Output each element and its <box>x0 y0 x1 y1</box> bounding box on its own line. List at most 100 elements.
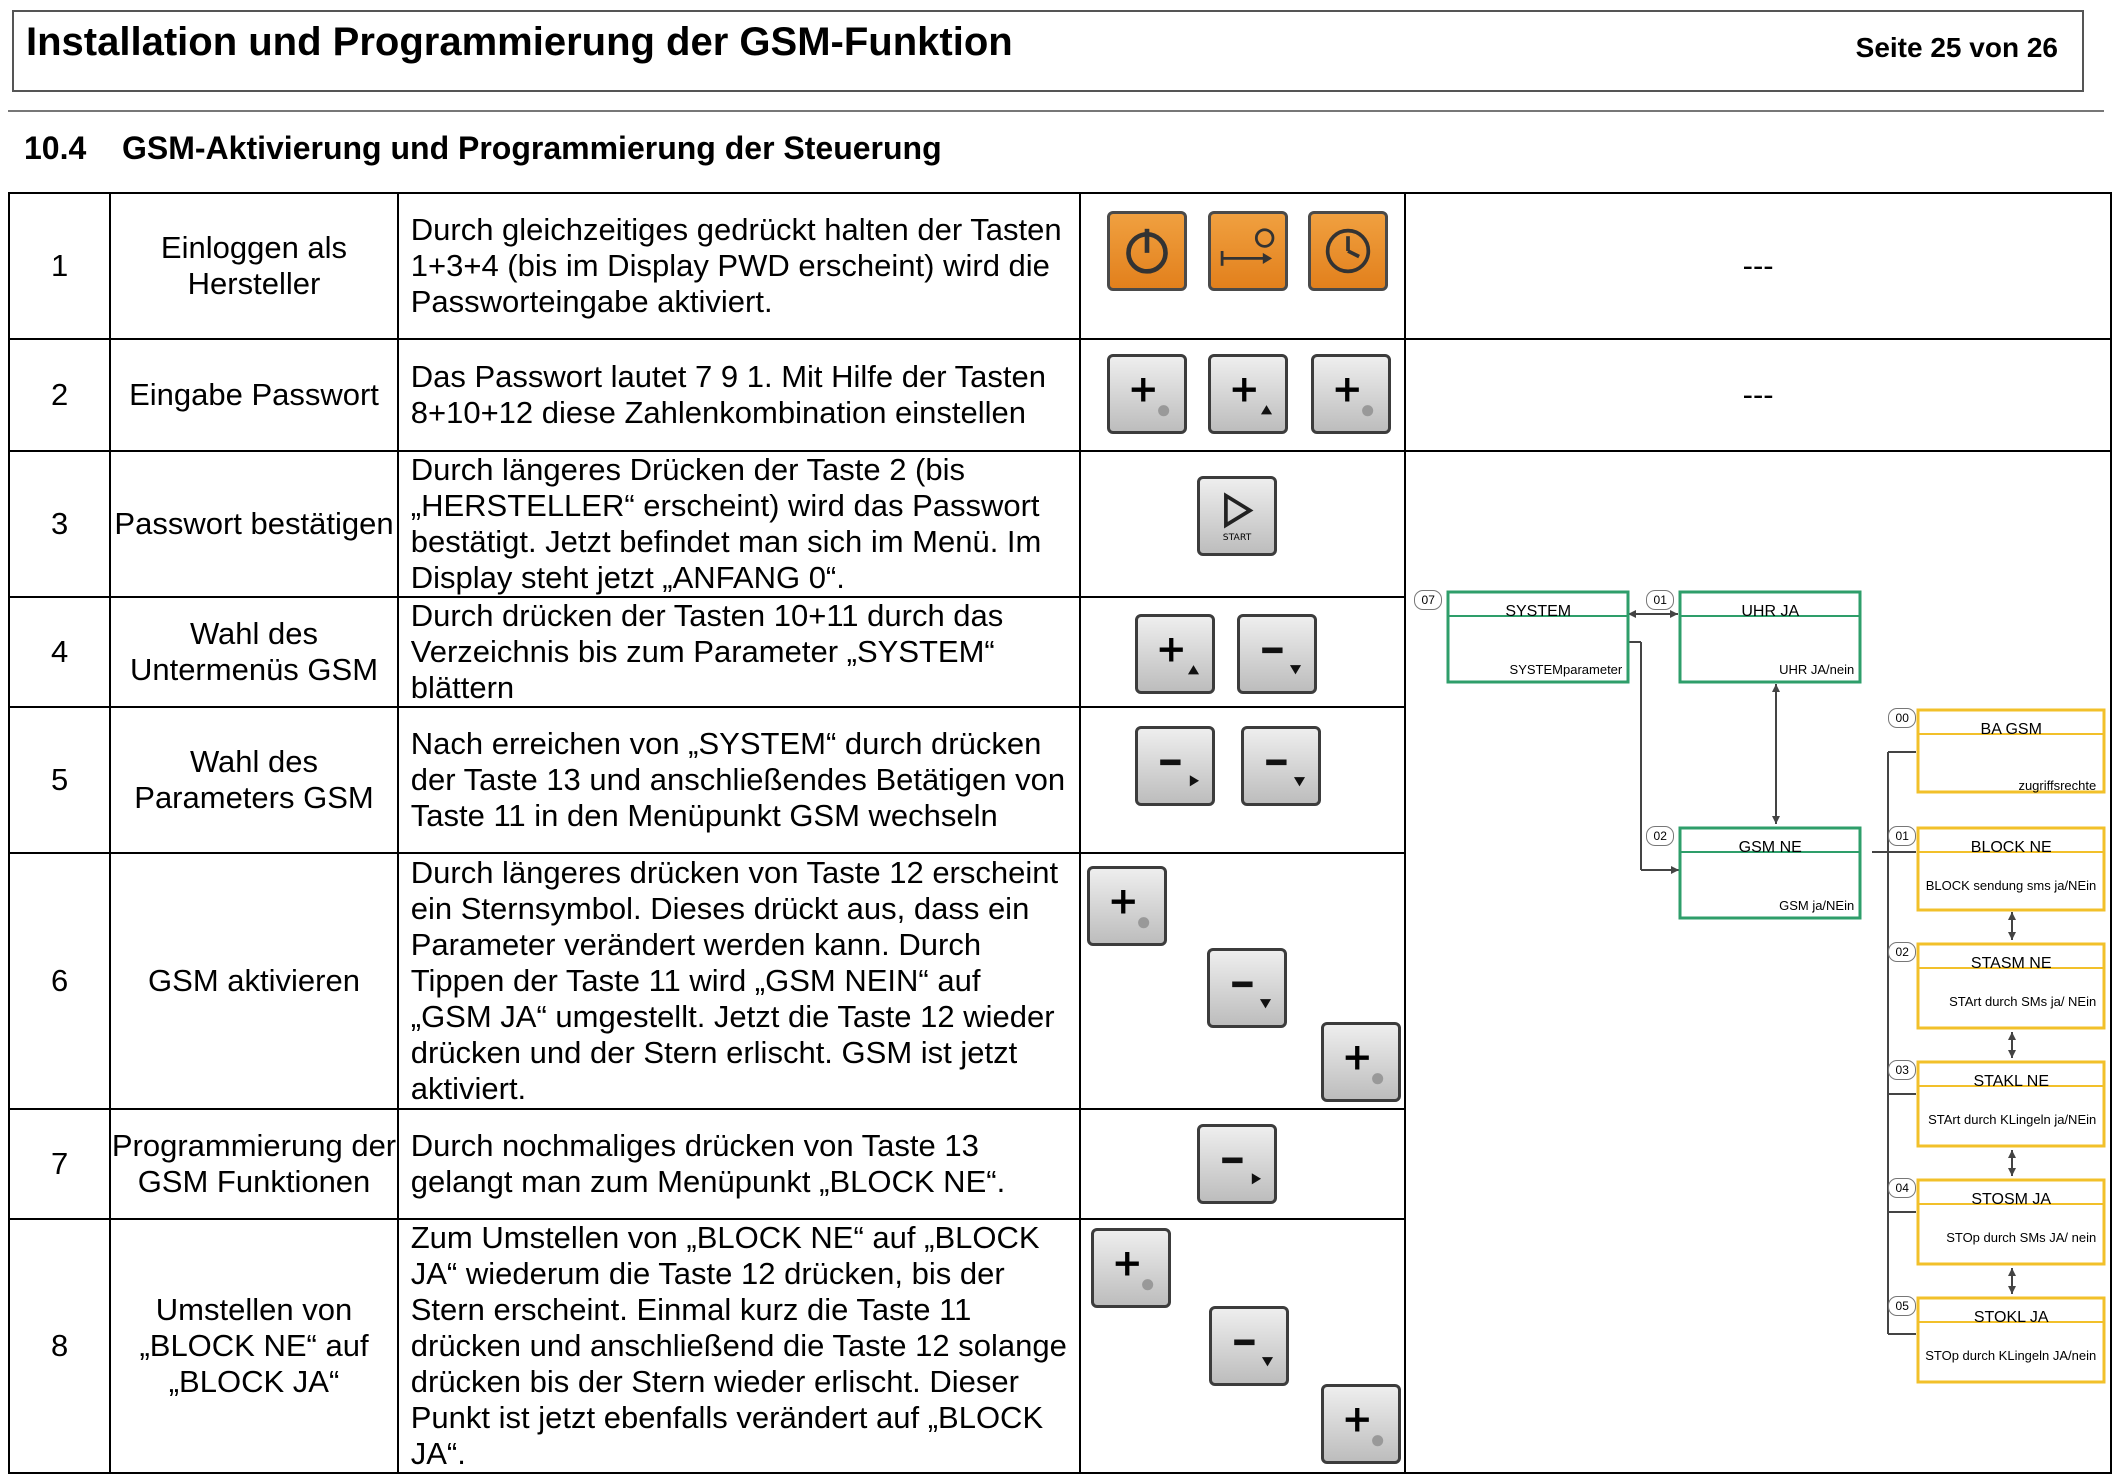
step-keys: + + <box>1079 852 1407 1110</box>
flow-node-block: BLOCK NE <box>1970 839 2052 856</box>
step-title: Programmierung der GSM Funktionen <box>109 1108 399 1220</box>
node-code: 04 <box>1888 1178 1917 1198</box>
conveyor-key-icon <box>1208 211 1289 291</box>
section-heading: 10.4 GSM-Aktivierung und Programmierung d… <box>24 130 942 167</box>
minus-right-key-icon <box>1135 726 1216 806</box>
step-title: Einloggen als Hersteller <box>109 192 399 340</box>
flow-node-stosm: STOSM JA <box>1971 1191 2052 1208</box>
svg-text:+: + <box>1229 367 1260 410</box>
svg-text:+: + <box>1156 627 1187 670</box>
document-title: Installation und Programmierung der GSM-… <box>26 20 1013 64</box>
step-description: Nach erreichen von „SYSTEM“ durch drücke… <box>396 706 1082 854</box>
step-title: Wahl des Untermenüs GSM <box>109 596 399 708</box>
step-keys: + + + <box>1079 338 1407 452</box>
step-title: Wahl des Parameters GSM <box>109 706 399 854</box>
flow-node-system: SYSTEM <box>1505 603 1572 620</box>
step-keys <box>1079 706 1407 854</box>
step-description: Durch drücken der Tasten 10+11 durch das… <box>396 596 1082 708</box>
menu-flow-diagram: 07 SYSTEM SYSTEMparameter 01 UHR JA UHR … <box>1404 450 2112 1474</box>
step-number: 4 <box>7 596 112 708</box>
step-description: Das Passwort lautet 7 9 1. Mit Hilfe der… <box>396 338 1082 452</box>
node-code: 01 <box>1646 590 1675 610</box>
section-title: GSM-Aktivierung und Programmierung der S… <box>122 130 942 166</box>
power-key-icon <box>1107 211 1188 291</box>
step-keys: + <box>1079 596 1407 708</box>
steps-table: 1 Einloggen als Hersteller Durch gleichz… <box>7 192 2112 1474</box>
table-row: 8 Umstellen von „BLOCK NE“ auf „BLOCK JA… <box>7 1218 2111 1474</box>
minus-down-key-icon <box>1209 1306 1290 1386</box>
flow-node-stakl: STAKL NE <box>1973 1073 2050 1090</box>
node-code: 07 <box>1414 590 1443 610</box>
step-result: --- <box>1404 338 2112 452</box>
step-number: 3 <box>7 450 112 598</box>
table-row: 3 Passwort bestätigen Durch längeres Drü… <box>7 450 2112 1474</box>
node-subtitle: SYSTEMparameter <box>1509 662 1623 677</box>
step-description: Durch längeres drücken von Taste 12 ersc… <box>396 852 1082 1110</box>
step-number: 2 <box>7 338 112 452</box>
minus-down-key-icon <box>1237 614 1318 694</box>
header-box: Installation und Programmierung der GSM-… <box>12 10 2084 92</box>
step-title: Eingabe Passwort <box>109 338 399 452</box>
minus-right-key-icon <box>1197 1124 1278 1204</box>
node-subtitle: STOp durch SMs JA/ nein <box>1946 1230 2097 1245</box>
node-code: 05 <box>1888 1296 1917 1316</box>
header-rule <box>8 110 2104 112</box>
flow-node-uhr: UHR JA <box>1741 603 1800 620</box>
start-key-icon: START <box>1197 476 1278 556</box>
plus-key-icon: + <box>1087 866 1168 946</box>
section-number: 10.4 <box>24 130 87 166</box>
step-title: Umstellen von „BLOCK NE“ auf „BLOCK JA“ <box>109 1218 399 1474</box>
svg-text:+: + <box>1342 1035 1373 1078</box>
plus-up-key-icon: + <box>1208 354 1289 434</box>
step-keys <box>1079 1108 1407 1220</box>
flow-node-ba-gsm: BA GSM <box>1980 721 2042 738</box>
step-description: Zum Umstellen von „BLOCK NE“ auf „BLOCK … <box>396 1218 1082 1474</box>
node-code: 01 <box>1888 826 1917 846</box>
step-number: 7 <box>7 1108 112 1220</box>
plus-up-key-icon: + <box>1135 614 1216 694</box>
plus-key-icon: + <box>1321 1022 1402 1102</box>
plus-key-icon: + <box>1091 1228 1172 1308</box>
node-code: 00 <box>1888 708 1917 728</box>
minus-down-key-icon <box>1207 948 1288 1028</box>
step-description: Durch nochmaliges drücken von Taste 13 g… <box>396 1108 1082 1220</box>
table-row: 4 Wahl des Untermenüs GSM Durch drücken … <box>7 596 2111 708</box>
step-keys <box>1079 192 1407 340</box>
step-number: 5 <box>7 706 112 854</box>
flow-node-gsm: GSM NE <box>1738 839 1802 856</box>
node-subtitle: BLOCK sendung sms ja/NEin <box>1925 878 2097 893</box>
table-row: 1 Einloggen als Hersteller Durch gleichz… <box>7 192 2112 340</box>
node-subtitle: UHR JA/nein <box>1779 662 1855 677</box>
flow-node-stasm: STASM NE <box>1970 955 2052 972</box>
node-subtitle: STArt durch SMs ja/ NEin <box>1949 994 2097 1009</box>
flow-node-stokl: STOKL JA <box>1973 1309 2049 1326</box>
plus-key-icon: + <box>1107 354 1188 434</box>
step-title: GSM aktivieren <box>109 852 399 1110</box>
node-code: 02 <box>1888 942 1917 962</box>
minus-down-key-icon <box>1241 726 1322 806</box>
step-title: Passwort bestätigen <box>109 450 399 598</box>
clock-key-icon <box>1308 211 1389 291</box>
flow-diagram: 07 SYSTEM SYSTEMparameter 01 UHR JA UHR … <box>1406 452 2112 1474</box>
page-number: Seite 25 von 26 <box>1855 32 2058 63</box>
node-subtitle: GSM ja/NEin <box>1779 898 1855 913</box>
step-description: Durch längeres Drücken der Taste 2 (bis … <box>396 450 1082 598</box>
table-row: 5 Wahl des Parameters GSM Nach erreichen… <box>7 706 2111 854</box>
plus-key-icon: + <box>1321 1384 1402 1464</box>
node-subtitle: zugriffsrechte <box>2018 778 2097 793</box>
table-row: 6 GSM aktivieren Durch längeres drücken … <box>7 852 2111 1110</box>
svg-text:+: + <box>1112 1241 1143 1284</box>
svg-text:+: + <box>1332 367 1363 410</box>
step-result: --- <box>1404 192 2112 340</box>
table-row: 7 Programmierung der GSM Funktionen Durc… <box>7 1108 2111 1220</box>
step-keys: + + <box>1079 1218 1407 1474</box>
node-subtitle: STArt durch KLingeln ja/NEin <box>1928 1112 2097 1127</box>
plus-key-icon: + <box>1311 354 1392 434</box>
node-subtitle: STOp durch KLingeln JA/nein <box>1925 1348 2097 1363</box>
step-keys: START <box>1079 450 1407 598</box>
svg-text:+: + <box>1342 1397 1373 1440</box>
svg-text:START: START <box>1223 532 1252 543</box>
node-code: 03 <box>1888 1060 1917 1080</box>
step-number: 1 <box>7 192 112 340</box>
table-row: 2 Eingabe Passwort Das Passwort lautet 7… <box>7 338 2112 452</box>
